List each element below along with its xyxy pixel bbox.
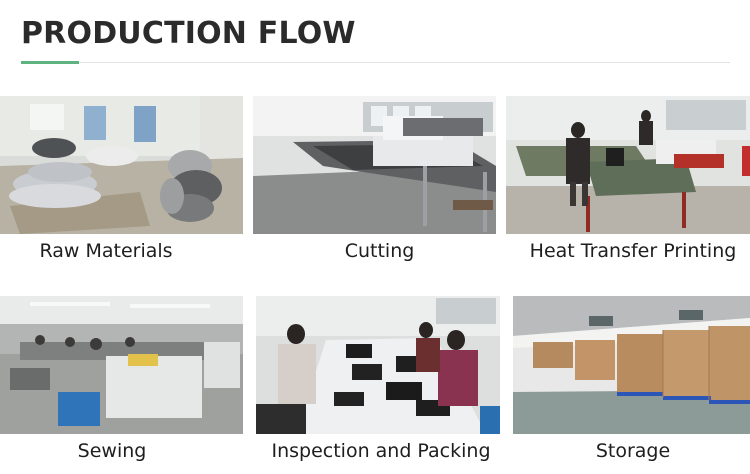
title-divider (21, 62, 730, 63)
heat-transfer-printing-label: Heat Transfer Printing (529, 240, 737, 262)
heat-transfer-printing-photo (506, 96, 750, 234)
sewing-label: Sewing (77, 440, 147, 462)
sewing-photo (0, 296, 243, 434)
title-accent-bar (21, 61, 79, 64)
storage-label: Storage (595, 440, 671, 462)
inspection-and-packing-label: Inspection and Packing (271, 440, 491, 462)
cutting-photo (253, 96, 496, 234)
raw-materials-label: Raw Materials (39, 240, 173, 262)
page-title: PRODUCTION FLOW (21, 16, 356, 51)
cutting-label: Cutting (344, 240, 415, 262)
storage-photo (513, 296, 750, 434)
inspection-and-packing-photo (256, 296, 500, 434)
raw-materials-photo (0, 96, 243, 234)
